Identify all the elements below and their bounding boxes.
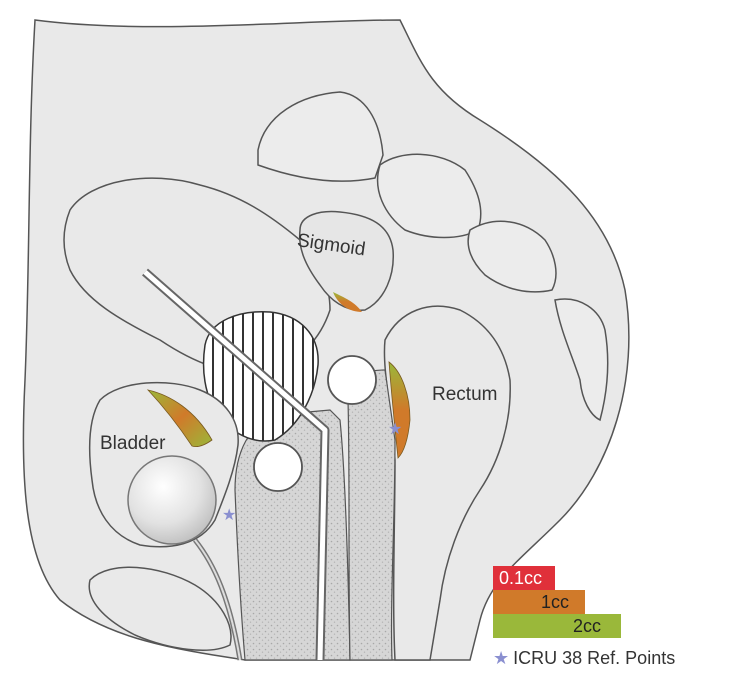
ovoid-upper xyxy=(328,356,376,404)
legend-item-1cc: 1cc xyxy=(493,590,585,614)
legend-item-0.1cc: 0.1cc xyxy=(493,566,555,590)
ovoid-lower xyxy=(254,443,302,491)
star-icon: ★ xyxy=(493,648,509,668)
catheter-balloon xyxy=(128,456,216,544)
rectal-wall xyxy=(348,370,395,660)
label-rectum: Rectum xyxy=(432,384,497,405)
legend-item-2cc: 2cc xyxy=(493,614,621,638)
icru-point-bladder: ★ xyxy=(222,505,236,524)
icru-point-rectum: ★ xyxy=(388,419,402,438)
legend-footnote: ★ICRU 38 Ref. Points xyxy=(493,648,745,672)
label-bladder: Bladder xyxy=(100,433,166,454)
legend-footnote-text: ICRU 38 Ref. Points xyxy=(513,648,675,668)
